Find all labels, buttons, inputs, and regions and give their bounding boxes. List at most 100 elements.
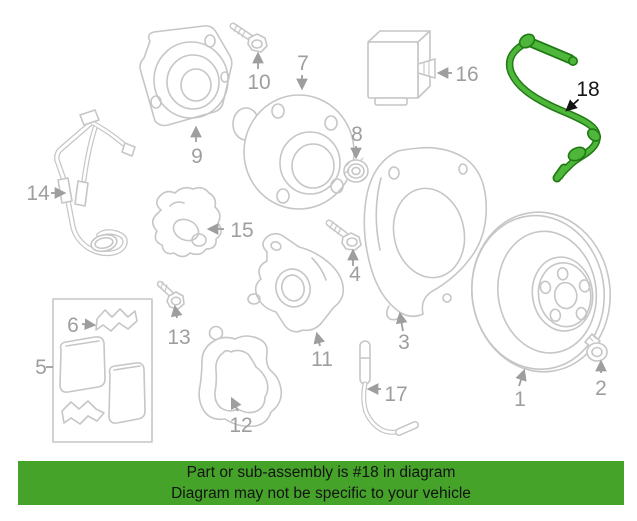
- part-11-label: 11: [311, 348, 333, 371]
- part-12-label: 12: [229, 414, 252, 437]
- sensor-wire-core: [507, 39, 600, 179]
- part-labels: 1 2 3 4 5 6 7 8 9 10 11 12 13 14 15 16 1…: [26, 51, 607, 437]
- part-10-label: 10: [247, 71, 270, 94]
- rotor-face: [497, 230, 598, 354]
- caliper-bore-inner: [281, 274, 305, 302]
- actuator-body: [151, 186, 222, 258]
- part-7-hub-drawing: [232, 94, 355, 210]
- part-9-wheel-bearing-drawing: [139, 25, 233, 127]
- rotor-center-bore: [553, 281, 578, 310]
- pin-wire-core: [362, 382, 402, 434]
- bracket-outline: [198, 335, 283, 428]
- part-4-bolt-drawing: [325, 219, 362, 251]
- part-13-arrow: [170, 304, 183, 319]
- bolt-threads: [329, 221, 342, 235]
- module-foot: [374, 97, 408, 106]
- hub-ring: [279, 131, 341, 195]
- sensor-lower-bracket: [567, 146, 587, 162]
- bolt-head-face: [251, 39, 263, 49]
- part-1-brake-rotor-drawing: [470, 211, 612, 373]
- part-16-label: 16: [455, 63, 478, 86]
- part-1-label: 1: [514, 388, 526, 411]
- rotor-hat-face: [537, 262, 592, 328]
- screw-threads: [588, 333, 597, 342]
- nut-knurl: [344, 157, 367, 181]
- part-8-label: 8: [351, 123, 363, 146]
- part-5-label: 5: [35, 356, 47, 379]
- wire-branch-core: [91, 121, 132, 151]
- wire-branch-tip: [121, 142, 136, 157]
- part-15-actuator-drawing: [151, 186, 222, 258]
- bolt-head-face: [346, 237, 358, 247]
- bolt-threads: [233, 24, 246, 38]
- pin-tip-core: [396, 422, 418, 435]
- part-3-label: 3: [398, 331, 410, 354]
- banner-line-2: Diagram may not be specific to your vehi…: [171, 485, 471, 502]
- nut-bore: [351, 166, 361, 176]
- module-front-face: [367, 41, 419, 99]
- shield-holes: [388, 163, 468, 303]
- shield-outline: [363, 146, 488, 318]
- caliper-ear-hole: [270, 241, 282, 251]
- bearing-plate: [139, 25, 233, 127]
- sensor-mid-bracket: [586, 128, 602, 142]
- sensor-tip-core: [554, 165, 567, 181]
- shield-inner-ring: [392, 187, 466, 279]
- sensor-connector-core: [528, 39, 574, 63]
- banner-line-1: Part or sub-assembly is #18 in diagram: [186, 464, 456, 481]
- caliper-bore-outer: [275, 268, 311, 308]
- part-1-arrow: [515, 368, 527, 387]
- part-18-label: 18: [576, 78, 599, 101]
- wire-bottom-connector-inner: [94, 236, 114, 250]
- part-13-bolt-drawing: [156, 280, 185, 310]
- bearing-mid-ring: [166, 54, 220, 110]
- caliper-body: [254, 232, 345, 333]
- bolt-head: [247, 33, 268, 53]
- actuator-cap: [191, 233, 207, 247]
- part-17-label: 17: [384, 383, 407, 406]
- highlight-banner: Part or sub-assembly is #18 in diagram D…: [18, 461, 624, 505]
- bolt-head: [341, 232, 362, 251]
- part-2-label: 2: [595, 377, 607, 400]
- part-6-clip-bottom: [61, 400, 105, 425]
- pin-body: [359, 340, 371, 385]
- part-3-splash-shield-drawing: [363, 146, 488, 321]
- bracket-inner-frame: [214, 349, 269, 414]
- wire-drop-core: [82, 126, 97, 182]
- hub-bolt-holes: [271, 103, 344, 204]
- part-15-label: 15: [230, 219, 253, 242]
- part-9-label: 9: [191, 145, 203, 168]
- rotor-lug-holes: [539, 267, 591, 322]
- part-10-bolt-drawing: [229, 22, 268, 53]
- part-4-label: 4: [349, 263, 361, 286]
- part-11-arrow: [313, 331, 325, 347]
- brake-pad-2: [108, 362, 146, 424]
- rotor-hat: [531, 256, 594, 332]
- actuator-detail: [169, 201, 185, 207]
- part-12-arrow: [230, 396, 242, 412]
- part-6-clip-top: [95, 308, 138, 332]
- wire-top-connector: [79, 109, 100, 126]
- bearing-bore: [180, 68, 212, 102]
- screw-head: [586, 342, 608, 362]
- hub-bore: [291, 143, 335, 189]
- part-3-arrow: [395, 311, 408, 332]
- caliper-nub: [247, 293, 261, 305]
- part-12-caliper-bracket-drawing: [198, 325, 283, 428]
- sensor-connector-tip: [567, 55, 578, 66]
- part-13-label: 13: [167, 326, 190, 349]
- part-7-label: 7: [297, 52, 309, 75]
- screw-socket: [591, 346, 603, 358]
- brake-pad-1: [59, 336, 106, 393]
- part-5-pad-kit-drawing: [52, 298, 153, 443]
- part-14-label: 14: [26, 182, 50, 205]
- brake-pad-2-backing: [113, 365, 141, 371]
- shield-inner-edge: [375, 177, 382, 251]
- part-6-label: 6: [67, 314, 79, 337]
- wire-main-core: [55, 122, 127, 255]
- rotor-rim: [470, 214, 606, 371]
- caliper-ridge: [311, 257, 327, 281]
- part-18-arrow: [565, 99, 579, 112]
